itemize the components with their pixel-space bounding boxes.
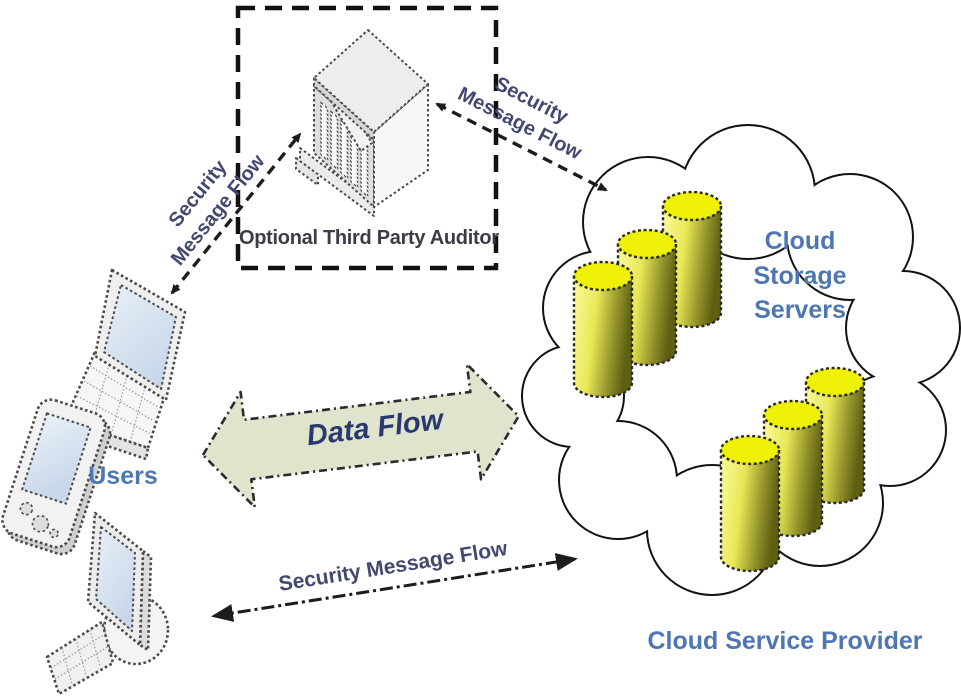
desktop-monitor-icon xyxy=(86,511,170,666)
laptop-icon xyxy=(61,268,187,461)
storage-cylinder xyxy=(719,434,781,573)
keyboard-icon xyxy=(45,620,115,696)
cloud-storage-servers-label: Cloud Storage Servers xyxy=(735,224,865,328)
security-flow-users-cloud-arrow xyxy=(211,553,578,622)
pda-phone-icon xyxy=(1,398,112,556)
data-flow-arrow xyxy=(201,362,520,509)
cloud-label-line: Storage xyxy=(753,261,847,290)
cloud-label-line: Servers xyxy=(754,296,846,324)
bank-server-icon xyxy=(295,29,429,217)
cloud-label-line: Cloud xyxy=(764,227,836,255)
users-label: Users xyxy=(88,462,158,490)
cloud-service-provider-label: Cloud Service Provider xyxy=(647,627,923,655)
auditor-label: Optional Third Party Auditor xyxy=(239,227,499,249)
security-flow-users-auditor-arrow xyxy=(170,132,302,295)
security-flow-auditor-cloud-arrow xyxy=(435,102,608,192)
storage-cylinder xyxy=(572,260,634,399)
